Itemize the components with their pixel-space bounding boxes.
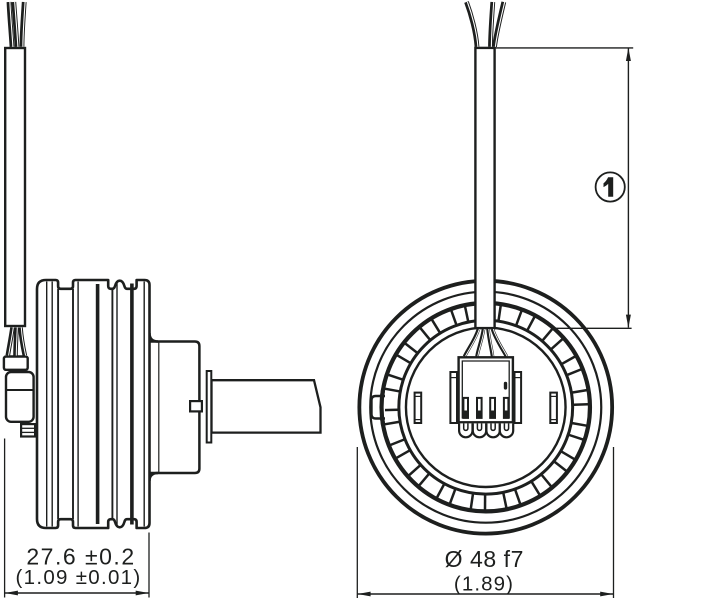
svg-text:27.6 ±0.2: 27.6 ±0.2 — [26, 544, 135, 570]
svg-text:(1.09 ±0.01): (1.09 ±0.01) — [16, 566, 142, 589]
svg-text:Ø 48 f7: Ø 48 f7 — [445, 546, 524, 572]
svg-text:(1.89): (1.89) — [454, 573, 514, 596]
